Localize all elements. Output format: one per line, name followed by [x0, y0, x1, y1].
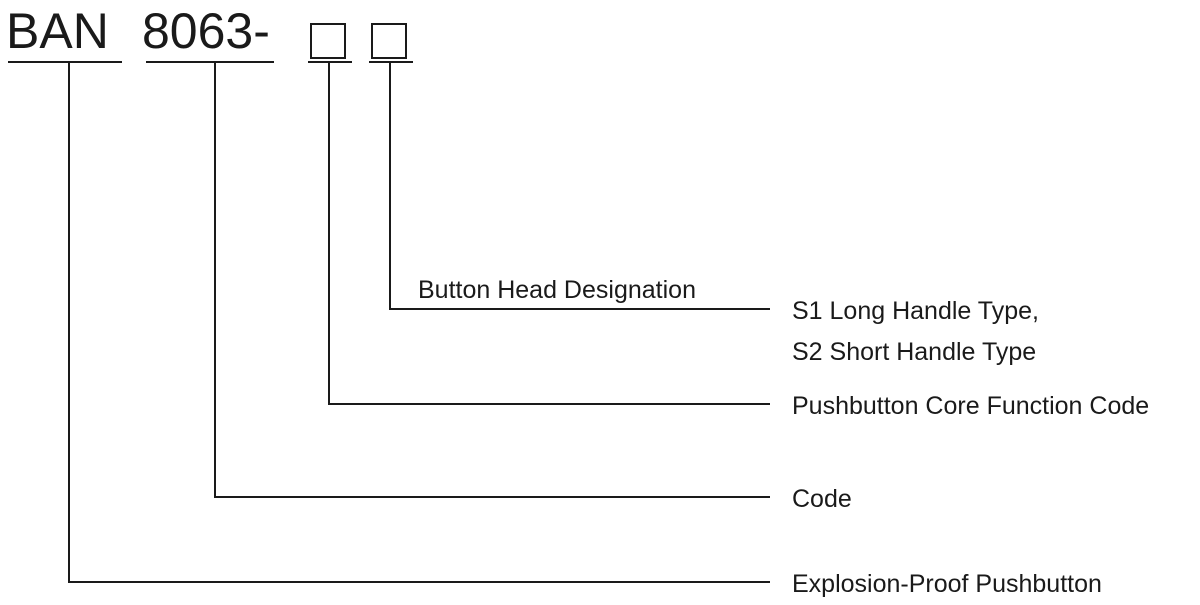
- code-prefix: BAN: [6, 3, 109, 59]
- leader-code: [214, 62, 770, 498]
- label-s2-short-handle: S2 Short Handle Type: [792, 338, 1036, 366]
- label-code: Code: [792, 485, 852, 513]
- code-number: 8063-: [142, 3, 270, 59]
- label-explosion-proof-pushbutton: Explosion-Proof Pushbutton: [792, 570, 1102, 598]
- leader-explosion-proof: [68, 62, 770, 583]
- leader-core-function: [328, 62, 770, 405]
- label-button-head-designation: Button Head Designation: [418, 276, 696, 304]
- label-core-function-code: Pushbutton Core Function Code: [792, 392, 1149, 420]
- label-s1-long-handle: S1 Long Handle Type,: [792, 297, 1039, 325]
- leader-button-head: [389, 62, 770, 310]
- slot-box-1: [310, 23, 346, 59]
- slot-box-2: [371, 23, 407, 59]
